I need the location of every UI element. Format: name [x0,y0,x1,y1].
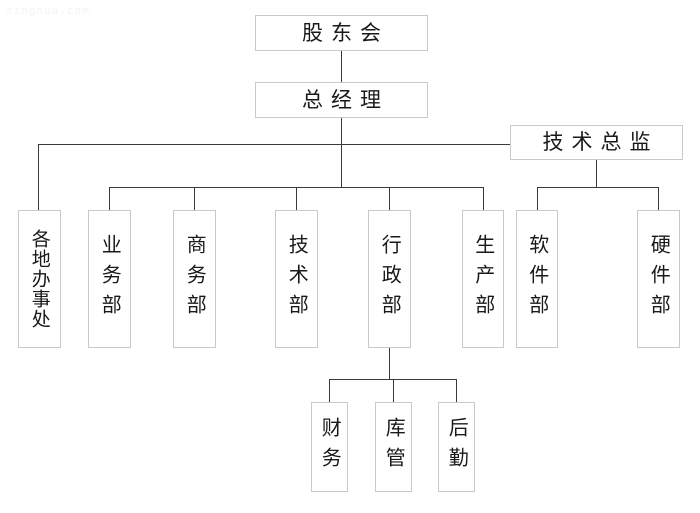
connector-dept-bus-to-production [483,187,484,210]
node-technical-director-label: 技术总监 [542,130,659,155]
node-hardware-dept-label: 硬件部 [647,234,672,324]
connector-gm-down-stem [341,118,342,144]
connector-tech-bus-to-software [537,187,538,210]
watermark-text: singhua.com [6,4,90,17]
node-general-manager[interactable]: 总经理 [255,82,428,118]
connector-tech-director-stem [596,160,597,187]
connector-dept-bus-to-administration [389,187,390,210]
node-software-dept-label: 软件部 [525,234,550,324]
node-business-dept[interactable]: 业务部 [88,210,131,348]
node-general-manager-label: 总经理 [302,87,389,112]
node-technology-dept[interactable]: 技术部 [275,210,318,348]
node-shareholders[interactable]: 股东会 [255,15,428,51]
connector-dept-bus-to-technology [296,187,297,210]
connector-administration-stem [389,348,390,379]
connector-dept-bus-to-business [109,187,110,210]
node-finance-unit-label: 财务 [318,417,343,477]
node-production-dept[interactable]: 生产部 [462,210,504,348]
node-shareholders-label: 股东会 [302,20,389,45]
node-administration-dept-label: 行政部 [378,234,403,324]
node-software-dept[interactable]: 软件部 [516,210,558,348]
connector-dept-bus-to-commerce [194,187,195,210]
connector-admin-bus-to-finance [329,379,330,402]
node-commerce-dept[interactable]: 商务部 [173,210,216,348]
connector-gm-bus-to-local-offices [38,144,39,210]
node-warehouse-unit[interactable]: 库管 [375,402,412,492]
connector-admin-bus-to-warehouse [393,379,394,402]
node-technology-dept-label: 技术部 [285,234,310,324]
connector-shareholders-to-gm [341,51,342,82]
node-finance-unit[interactable]: 财务 [311,402,348,492]
node-warehouse-unit-label: 库管 [382,417,407,477]
node-hardware-dept[interactable]: 硬件部 [637,210,680,348]
node-logistics-unit-label: 后勤 [445,417,470,477]
connector-tech-director-bus [537,187,659,188]
node-local-offices-label: 各地办事处 [28,229,51,329]
connector-gm-main-bus [38,144,511,145]
node-commerce-dept-label: 商务部 [183,234,208,324]
connector-gm-bus-to-dept-bus [341,144,342,187]
node-administration-dept[interactable]: 行政部 [368,210,411,348]
connector-admin-bus-to-logistics [456,379,457,402]
connector-tech-bus-to-hardware [658,187,659,210]
node-local-offices[interactable]: 各地办事处 [18,210,61,348]
node-logistics-unit[interactable]: 后勤 [438,402,475,492]
node-technical-director[interactable]: 技术总监 [510,125,683,160]
node-business-dept-label: 业务部 [98,234,123,324]
node-production-dept-label: 生产部 [471,234,496,324]
